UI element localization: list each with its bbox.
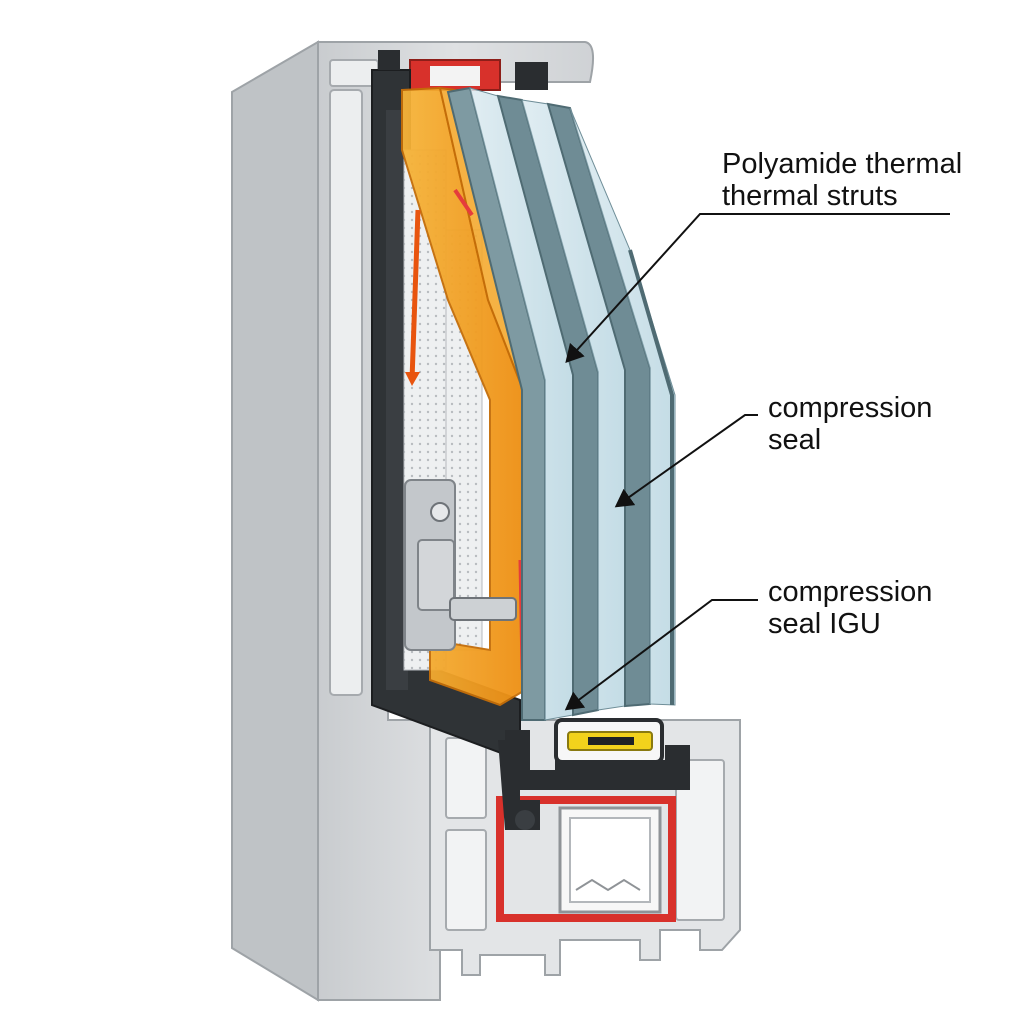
callout-struts-line1: Polyamide thermal — [722, 148, 963, 180]
steel-reinforcement-top — [409, 59, 501, 91]
steel-reinforcement-bottom — [496, 796, 676, 922]
leader-seal — [614, 414, 758, 508]
hinge-hardware — [404, 479, 517, 651]
callout-compression-seal: compression seal — [768, 392, 932, 456]
insulated-glass-unit — [446, 86, 676, 721]
callout-compression-seal-igu: compression seal IGU — [768, 576, 932, 640]
leader-struts — [565, 213, 950, 363]
callout-seal-line2: seal — [768, 424, 822, 456]
leader-igu — [564, 599, 758, 711]
callout-polyamide-struts: Polyamide thermal thermal struts — [722, 148, 962, 212]
callout-igu-line1: compression — [768, 576, 933, 608]
callout-struts-line2: thermal struts — [722, 180, 898, 212]
igu-spacer — [554, 718, 664, 764]
compression-seals — [378, 50, 690, 830]
callout-igu-line2: seal IGU — [768, 608, 881, 640]
callout-seal-line1: compression — [768, 392, 933, 424]
callout-leaders — [564, 213, 950, 711]
